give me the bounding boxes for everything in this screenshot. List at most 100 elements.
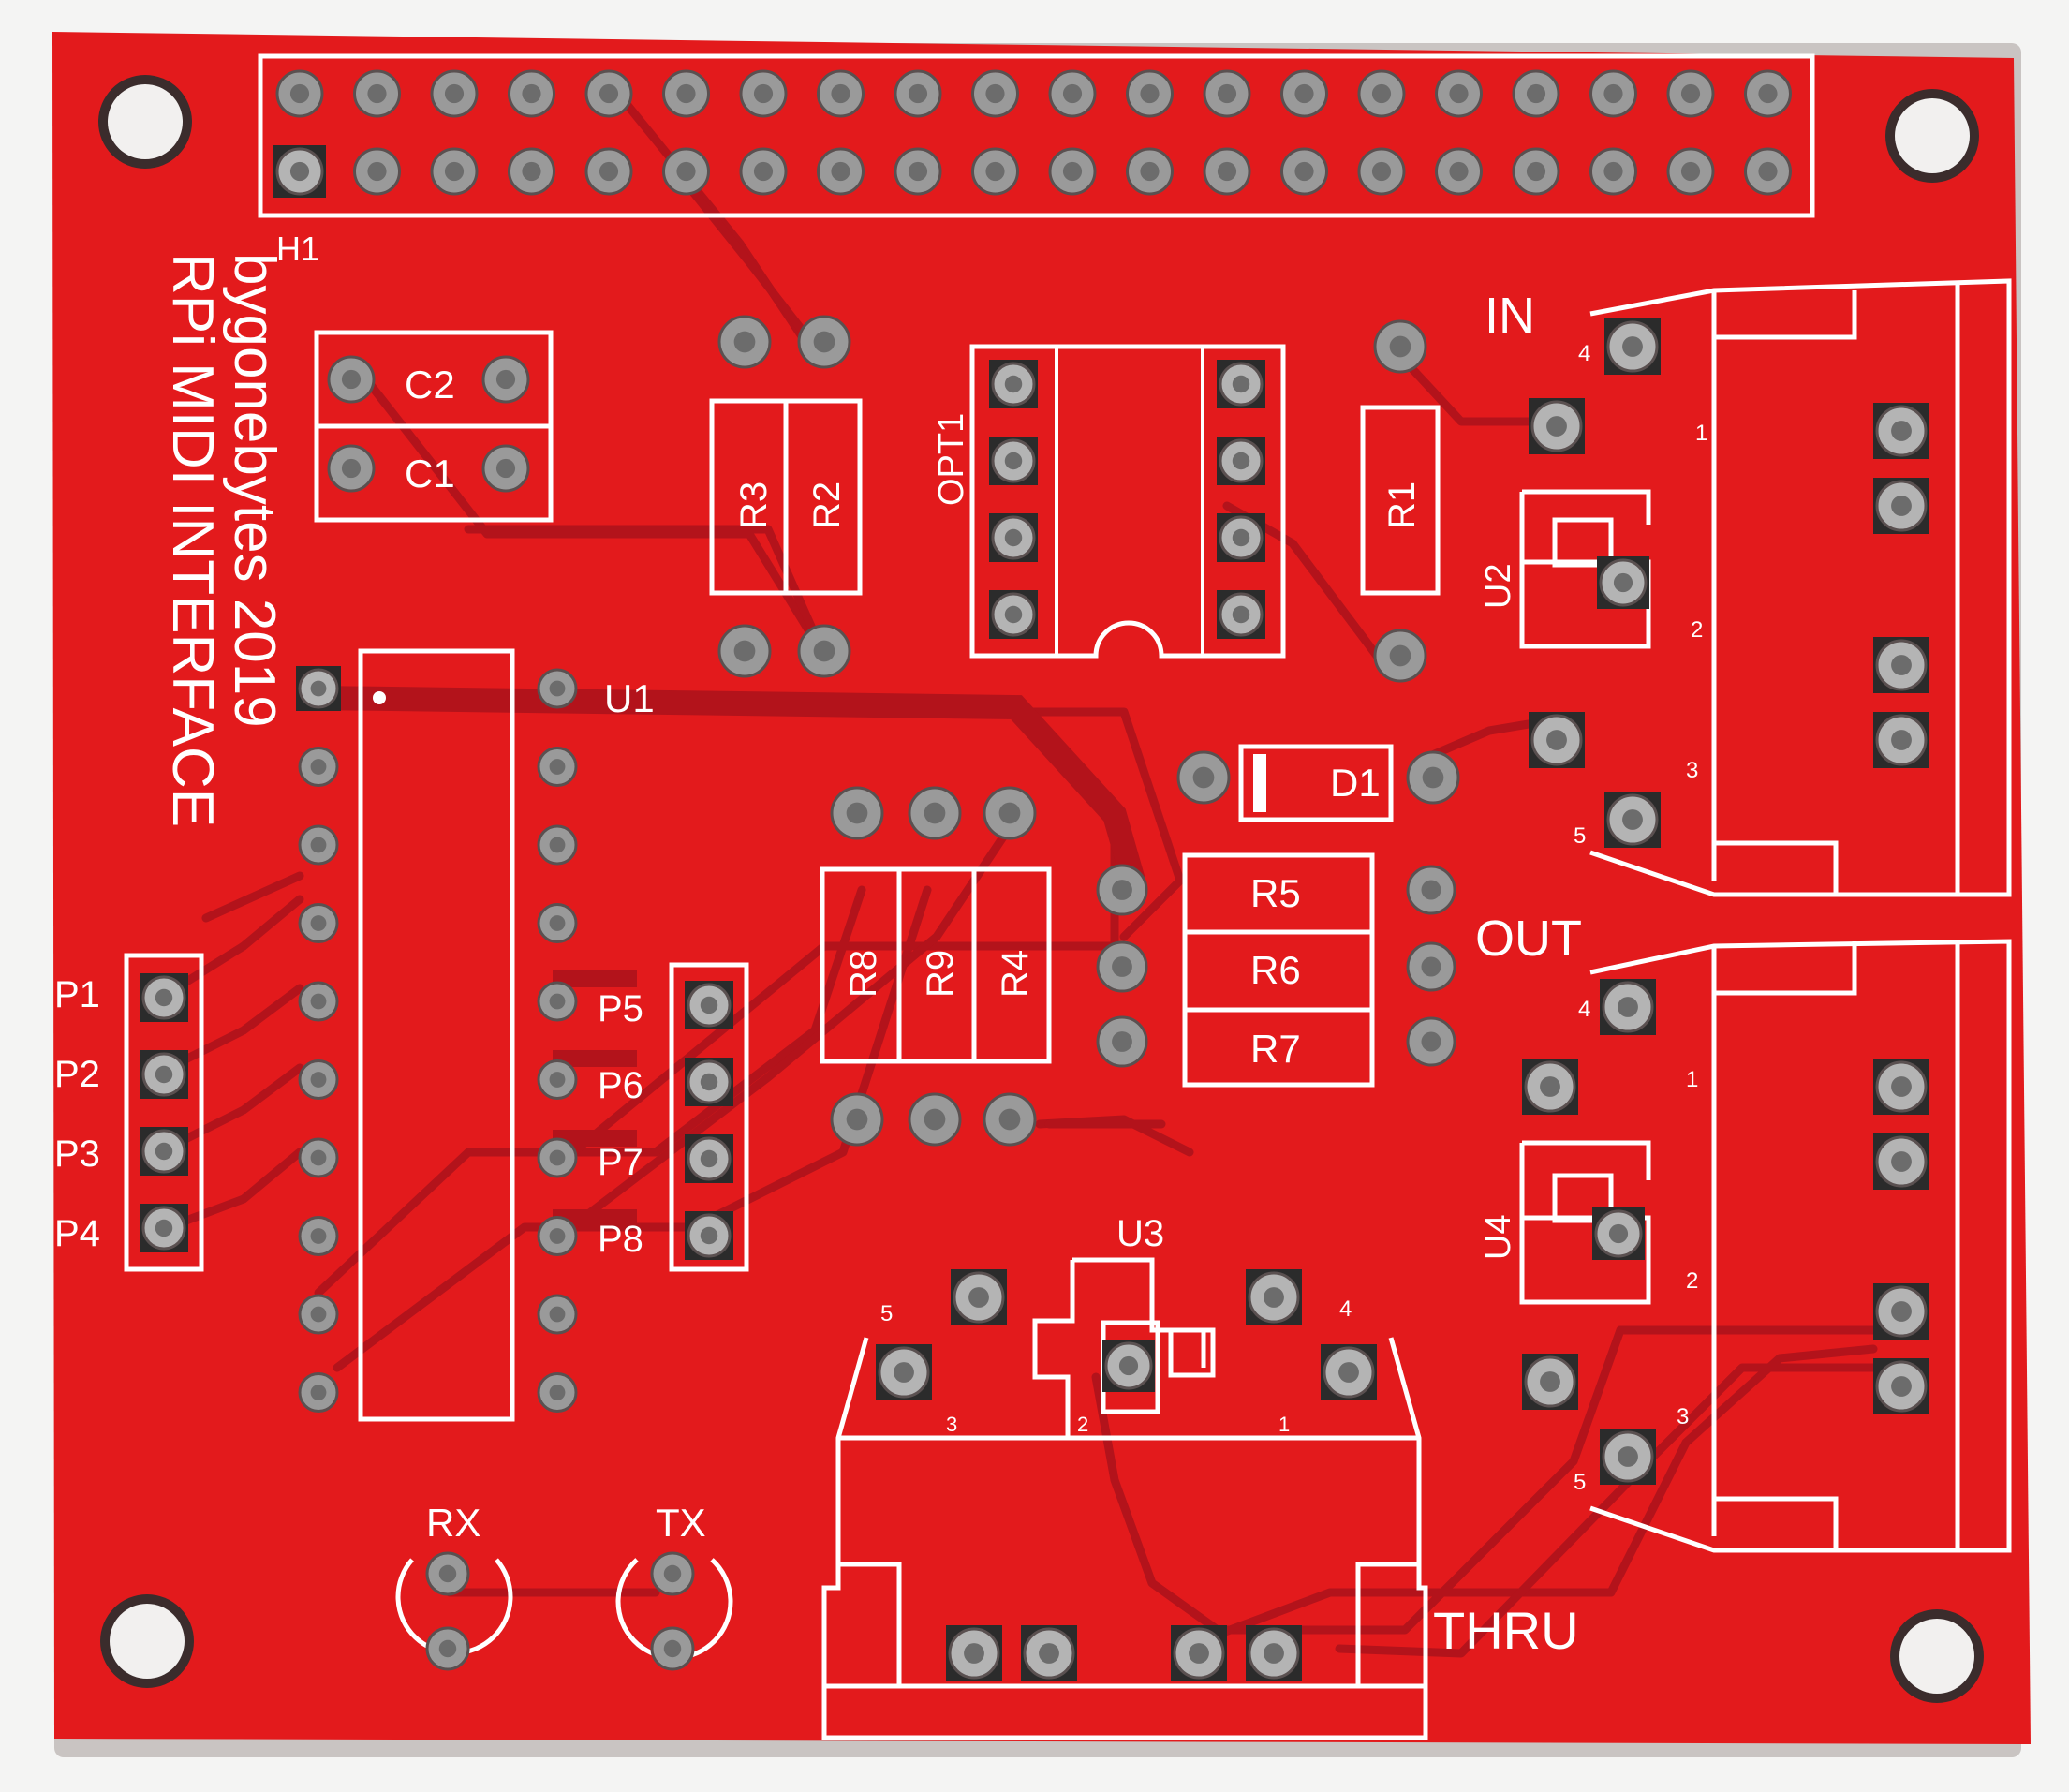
solder-pad <box>1435 147 1483 196</box>
solder-pad <box>425 1626 470 1671</box>
solder-pad <box>430 69 479 118</box>
bus-trace <box>318 686 1145 884</box>
solder-pad <box>1406 865 1456 915</box>
solder-pad <box>1589 69 1637 118</box>
solder-pad <box>1280 147 1328 196</box>
res-label-r7: R7 <box>1250 1027 1301 1071</box>
svg-text:4: 4 <box>1339 1296 1352 1322</box>
resistor-group-r5-r6-r7: R5 R6 R7 <box>1182 852 1375 1088</box>
solder-pad <box>1873 637 1929 693</box>
chip-u1: U1 <box>358 648 655 1422</box>
solder-pad <box>946 1625 1002 1681</box>
solder-pad <box>797 315 851 369</box>
chip-label-u4: U4 <box>1479 1214 1518 1260</box>
diode-label: D1 <box>1330 761 1381 805</box>
resistor-r1: R1 <box>1360 405 1441 596</box>
header-label: H1 <box>276 230 319 268</box>
solder-pad <box>989 513 1038 562</box>
solder-pad <box>1512 69 1560 118</box>
bus-trace <box>553 970 637 1226</box>
resistor-group-r8-r9-r4: R8 R9 R4 <box>820 866 1052 1064</box>
solder-pad <box>140 1127 188 1176</box>
pin-label-p7: P7 <box>598 1142 643 1183</box>
solder-pad <box>894 147 942 196</box>
chip-label-u3: U3 <box>1116 1213 1164 1254</box>
res-label-r9: R9 <box>920 950 961 998</box>
solder-pad <box>983 1092 1037 1147</box>
solder-pad <box>1666 69 1715 118</box>
solder-pad <box>662 147 710 196</box>
solder-pad <box>537 747 578 787</box>
solder-pad <box>508 147 555 196</box>
solder-pad <box>739 147 788 196</box>
solder-pad <box>537 1137 578 1178</box>
solder-pad <box>989 360 1038 408</box>
solder-pad <box>1666 147 1715 196</box>
solder-pad <box>298 1216 339 1256</box>
solder-pad <box>537 981 578 1022</box>
solder-pad <box>537 1059 578 1100</box>
svg-text:1: 1 <box>1686 1067 1698 1092</box>
mounting-holes <box>98 75 1984 1703</box>
svg-text:2: 2 <box>1686 1268 1698 1294</box>
solder-pad <box>1873 403 1929 459</box>
solder-pad <box>298 1059 339 1100</box>
solder-pad <box>1048 69 1097 118</box>
solder-pad <box>1873 712 1929 768</box>
solder-pad <box>353 69 401 118</box>
solder-pad <box>1357 147 1406 196</box>
solder-pad <box>817 69 865 118</box>
solder-pad <box>298 903 339 943</box>
led-label-rx: RX <box>426 1501 480 1545</box>
solder-pad <box>1589 147 1637 196</box>
res-label-r6: R6 <box>1250 948 1301 992</box>
solder-pad <box>1873 1133 1929 1190</box>
solder-pad <box>1096 864 1148 916</box>
capacitor-block: C2 C1 <box>314 330 554 523</box>
board-title-line2: bygonebytes 2019 <box>222 253 287 728</box>
solder-pad <box>298 824 339 866</box>
solder-pad <box>140 973 188 1022</box>
solder-pad <box>1217 513 1265 562</box>
pin-label-p3: P3 <box>54 1133 100 1175</box>
connector-label-thru: THRU <box>1433 1601 1579 1660</box>
solder-pad <box>298 1137 339 1178</box>
solder-pad <box>481 444 530 493</box>
solder-pad <box>717 624 772 678</box>
connector-label-out: OUT <box>1475 911 1582 967</box>
led-tx: TX <box>615 1501 733 1661</box>
solder-pad <box>537 1372 578 1413</box>
midi-in-connector <box>1519 278 2012 897</box>
solder-pad <box>1873 478 1929 534</box>
solder-pad <box>739 69 788 118</box>
solder-pad <box>662 69 710 118</box>
solder-pad <box>298 747 339 787</box>
solder-pad <box>1217 360 1265 408</box>
pin-number-labels: 4 1 2 3 5 4 1 2 3 5 5 3 2 1 4 <box>880 341 1707 1495</box>
solder-pad <box>971 69 1019 118</box>
solder-pad <box>1600 1429 1656 1485</box>
solder-pad <box>685 1058 733 1106</box>
solder-pad <box>1744 147 1792 196</box>
solder-pad <box>1406 941 1456 992</box>
res-label-r5: R5 <box>1250 871 1301 915</box>
solder-pad <box>327 355 376 404</box>
pin-header-left: P1 P2 P3 P4 <box>54 953 204 1272</box>
solder-pad <box>650 1551 695 1596</box>
svg-text:5: 5 <box>880 1301 893 1326</box>
svg-text:3: 3 <box>1686 758 1698 783</box>
solder-pad <box>989 590 1038 639</box>
cap-label-c1: C1 <box>405 452 455 496</box>
solder-pad <box>1600 979 1656 1035</box>
solder-pad <box>1126 69 1174 118</box>
svg-text:1: 1 <box>1278 1413 1290 1436</box>
svg-text:2: 2 <box>1077 1413 1088 1436</box>
solder-pad <box>894 69 942 118</box>
svg-text:4: 4 <box>1578 341 1590 366</box>
solder-pad <box>797 624 851 678</box>
solder-pad <box>584 69 633 118</box>
solder-pad <box>140 1050 188 1099</box>
svg-text:2: 2 <box>1691 617 1703 643</box>
svg-text:3: 3 <box>946 1413 957 1436</box>
solder-pad <box>650 1626 695 1671</box>
